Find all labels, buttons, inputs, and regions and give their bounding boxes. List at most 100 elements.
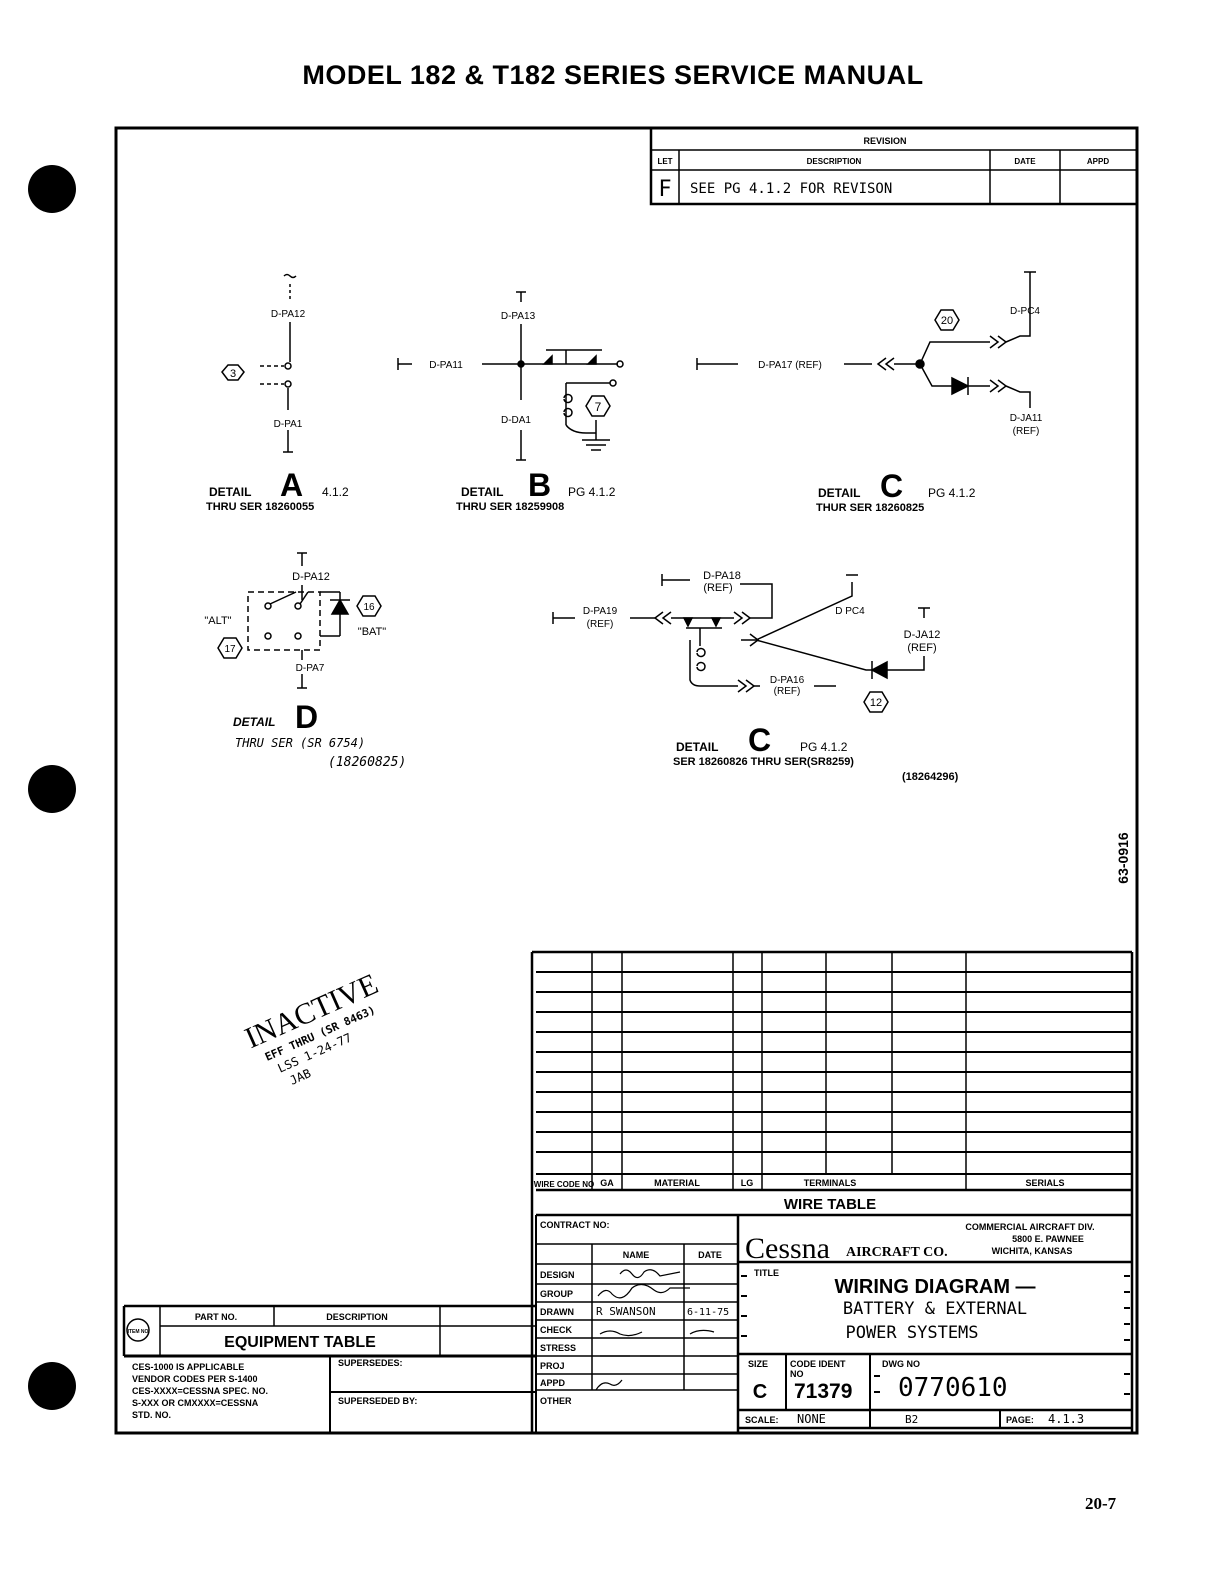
detail-d-callout-16: 16 — [363, 602, 375, 613]
detail-b-label-pa11: D-PA11 — [429, 360, 463, 371]
signoff-name-drawn: R SWANSON — [596, 1305, 656, 1318]
division-line-2: 5800 E. PAWNEE — [1012, 1234, 1084, 1244]
division-line-3: WICHITA, KANSAS — [992, 1246, 1073, 1256]
detail-c2-label-pa19: D-PA19 — [583, 606, 618, 617]
binder-hole-top — [28, 165, 76, 213]
page-label: PAGE: — [1006, 1415, 1034, 1425]
equipment-table-title: EQUIPMENT TABLE — [224, 1334, 376, 1351]
detail-c2-letter: C — [748, 722, 771, 758]
scale-value: NONE — [797, 1412, 826, 1426]
drawing-border — [114, 126, 1139, 1435]
detail-b-label-pa13: D-PA13 — [501, 311, 536, 322]
detail-d-label-pa12: D-PA12 — [292, 571, 330, 583]
wire-table-header-serials: SERIALS — [1025, 1178, 1064, 1188]
signoff-label-appd: APPD — [540, 1378, 566, 1388]
detail-a-letter: A — [280, 467, 303, 503]
equipment-note-1: CES-1000 IS APPLICABLE — [132, 1362, 244, 1372]
detail-c2-page: PG 4.1.2 — [800, 740, 848, 754]
revision-letter: F — [658, 177, 671, 202]
detail-d-schematic — [217, 552, 382, 689]
wire-table-header-lg: LG — [741, 1178, 754, 1188]
scale-label: SCALE: — [745, 1415, 779, 1425]
supersedes-label: SUPERSEDES: — [338, 1358, 403, 1368]
detail-d-word: DETAIL — [233, 715, 275, 729]
revision-title: REVISION — [863, 136, 906, 146]
detail-c2-label-ja12: D-JA12 — [904, 629, 941, 641]
detail-c2-label-pa16: D-PA16 — [770, 675, 805, 686]
equipment-note-5: STD. NO. — [132, 1410, 171, 1420]
equipment-note-2: VENDOR CODES PER S-1400 — [132, 1374, 258, 1384]
handwritten-signatures — [595, 1269, 730, 1391]
size-label: SIZE — [748, 1359, 768, 1369]
wire-table-title: WIRE TABLE — [784, 1196, 876, 1213]
title-block-grid — [535, 952, 1134, 1432]
title-block-edge-ticks — [741, 1275, 1130, 1395]
dwg-no-label: DWG NO — [882, 1359, 920, 1369]
detail-c2-label-pa18: D-PA18 — [703, 570, 741, 582]
detail-c2-schematic — [552, 574, 930, 713]
detail-c2-serial: SER 18260826 THRU SER(SR8259) — [673, 756, 854, 768]
cessna-logo-suffix: AIRCRAFT CO. — [846, 1245, 948, 1260]
detail-a-word: DETAIL — [209, 485, 251, 499]
detail-b-label-da1: D-DA1 — [501, 415, 531, 426]
detail-a-label-pa12: D-PA12 — [271, 309, 306, 320]
detail-c1-word: DETAIL — [818, 486, 860, 500]
detail-a-callout-3: 3 — [230, 368, 236, 380]
detail-d-label-alt: "ALT" — [204, 615, 231, 627]
drawing-title-line-3: POWER SYSTEMS — [845, 1323, 978, 1343]
detail-b-word: DETAIL — [461, 485, 503, 499]
page-value: 4.1.3 — [1048, 1412, 1084, 1426]
signoff-label-drawn: DRAWN — [540, 1307, 574, 1317]
detail-c1-label-ref: (REF) — [1013, 426, 1040, 437]
title-block-contract-label: CONTRACT NO: — [540, 1220, 610, 1230]
title-block-mid-value: B2 — [905, 1413, 918, 1426]
detail-a-page: 4.1.2 — [322, 485, 349, 499]
signoff-date-drawn: 6-11-75 — [687, 1307, 729, 1318]
side-drawing-code: 63-0916 — [1115, 832, 1131, 884]
detail-d-serial: THRU SER (SR 6754) — [235, 736, 365, 750]
detail-c1-callout-20: 20 — [941, 315, 953, 327]
code-ident-label: CODE IDENT — [790, 1359, 846, 1369]
detail-b-letter: B — [528, 467, 551, 503]
detail-c1-schematic — [696, 271, 1036, 408]
inactive-stamp: INACTIVE EFF THRU (SR 8463) LSS 1-24-77 … — [240, 967, 383, 1087]
detail-d-serial-2: (18260825) — [328, 755, 406, 770]
detail-b-schematic — [397, 291, 624, 461]
detail-c1-page: PG 4.1.2 — [928, 486, 976, 500]
detail-c1-serial: THUR SER 18260825 — [816, 502, 924, 514]
wire-table-header-code: WIRE CODE NO — [534, 1180, 594, 1189]
page-header-title: MODEL 182 & T182 SERIES SERVICE MANUAL — [302, 60, 924, 90]
title-label: TITLE — [754, 1268, 779, 1278]
equipment-note-3: CES-XXXX=CESSNA SPEC. NO. — [132, 1386, 268, 1396]
cessna-logo: Cessna — [745, 1232, 830, 1265]
signoff-label-design: DESIGN — [540, 1270, 575, 1280]
revision-description: SEE PG 4.1.2 FOR REVISON — [690, 181, 892, 197]
detail-c2-serial-2: (18264296) — [902, 771, 959, 783]
drawing-title-line-1: WIRING DIAGRAM — — [834, 1276, 1035, 1298]
title-block-name-header: NAME — [623, 1250, 650, 1260]
detail-b-page: PG 4.1.2 — [568, 485, 616, 499]
division-line-1: COMMERCIAL AIRCRAFT DIV. — [965, 1222, 1094, 1232]
detail-c2-label-ja12-ref: (REF) — [907, 642, 936, 654]
detail-c1-letter: C — [880, 468, 903, 504]
detail-a-label-pa1: D-PA1 — [274, 419, 303, 430]
signoff-label-stress: STRESS — [540, 1343, 576, 1353]
detail-c2-label-pa16-ref: (REF) — [774, 686, 801, 697]
wire-table-header-ga: GA — [600, 1178, 614, 1188]
equipment-part-no-header: PART NO. — [195, 1312, 237, 1322]
detail-c1-label-ja11: D-JA11 — [1010, 413, 1043, 424]
equipment-table-grid — [122, 1304, 536, 1432]
detail-d-label-pa7: D-PA7 — [296, 663, 325, 674]
detail-a-serial: THRU SER 18260055 — [206, 501, 314, 513]
revision-block — [649, 126, 1139, 206]
signoff-label-proj: PROJ — [540, 1361, 565, 1371]
code-ident-value: 71379 — [794, 1380, 852, 1403]
detail-c1-label-pc4: D-PC4 — [1010, 306, 1040, 317]
revision-header-let: LET — [657, 157, 672, 166]
detail-d-callout-17: 17 — [224, 644, 236, 655]
drawing-title-line-2: BATTERY & EXTERNAL — [843, 1299, 1027, 1319]
item-no-badge: ITEM NO — [128, 1329, 149, 1335]
signoff-label-check: CHECK — [540, 1325, 573, 1335]
detail-b-serial: THRU SER 18259908 — [456, 501, 564, 513]
